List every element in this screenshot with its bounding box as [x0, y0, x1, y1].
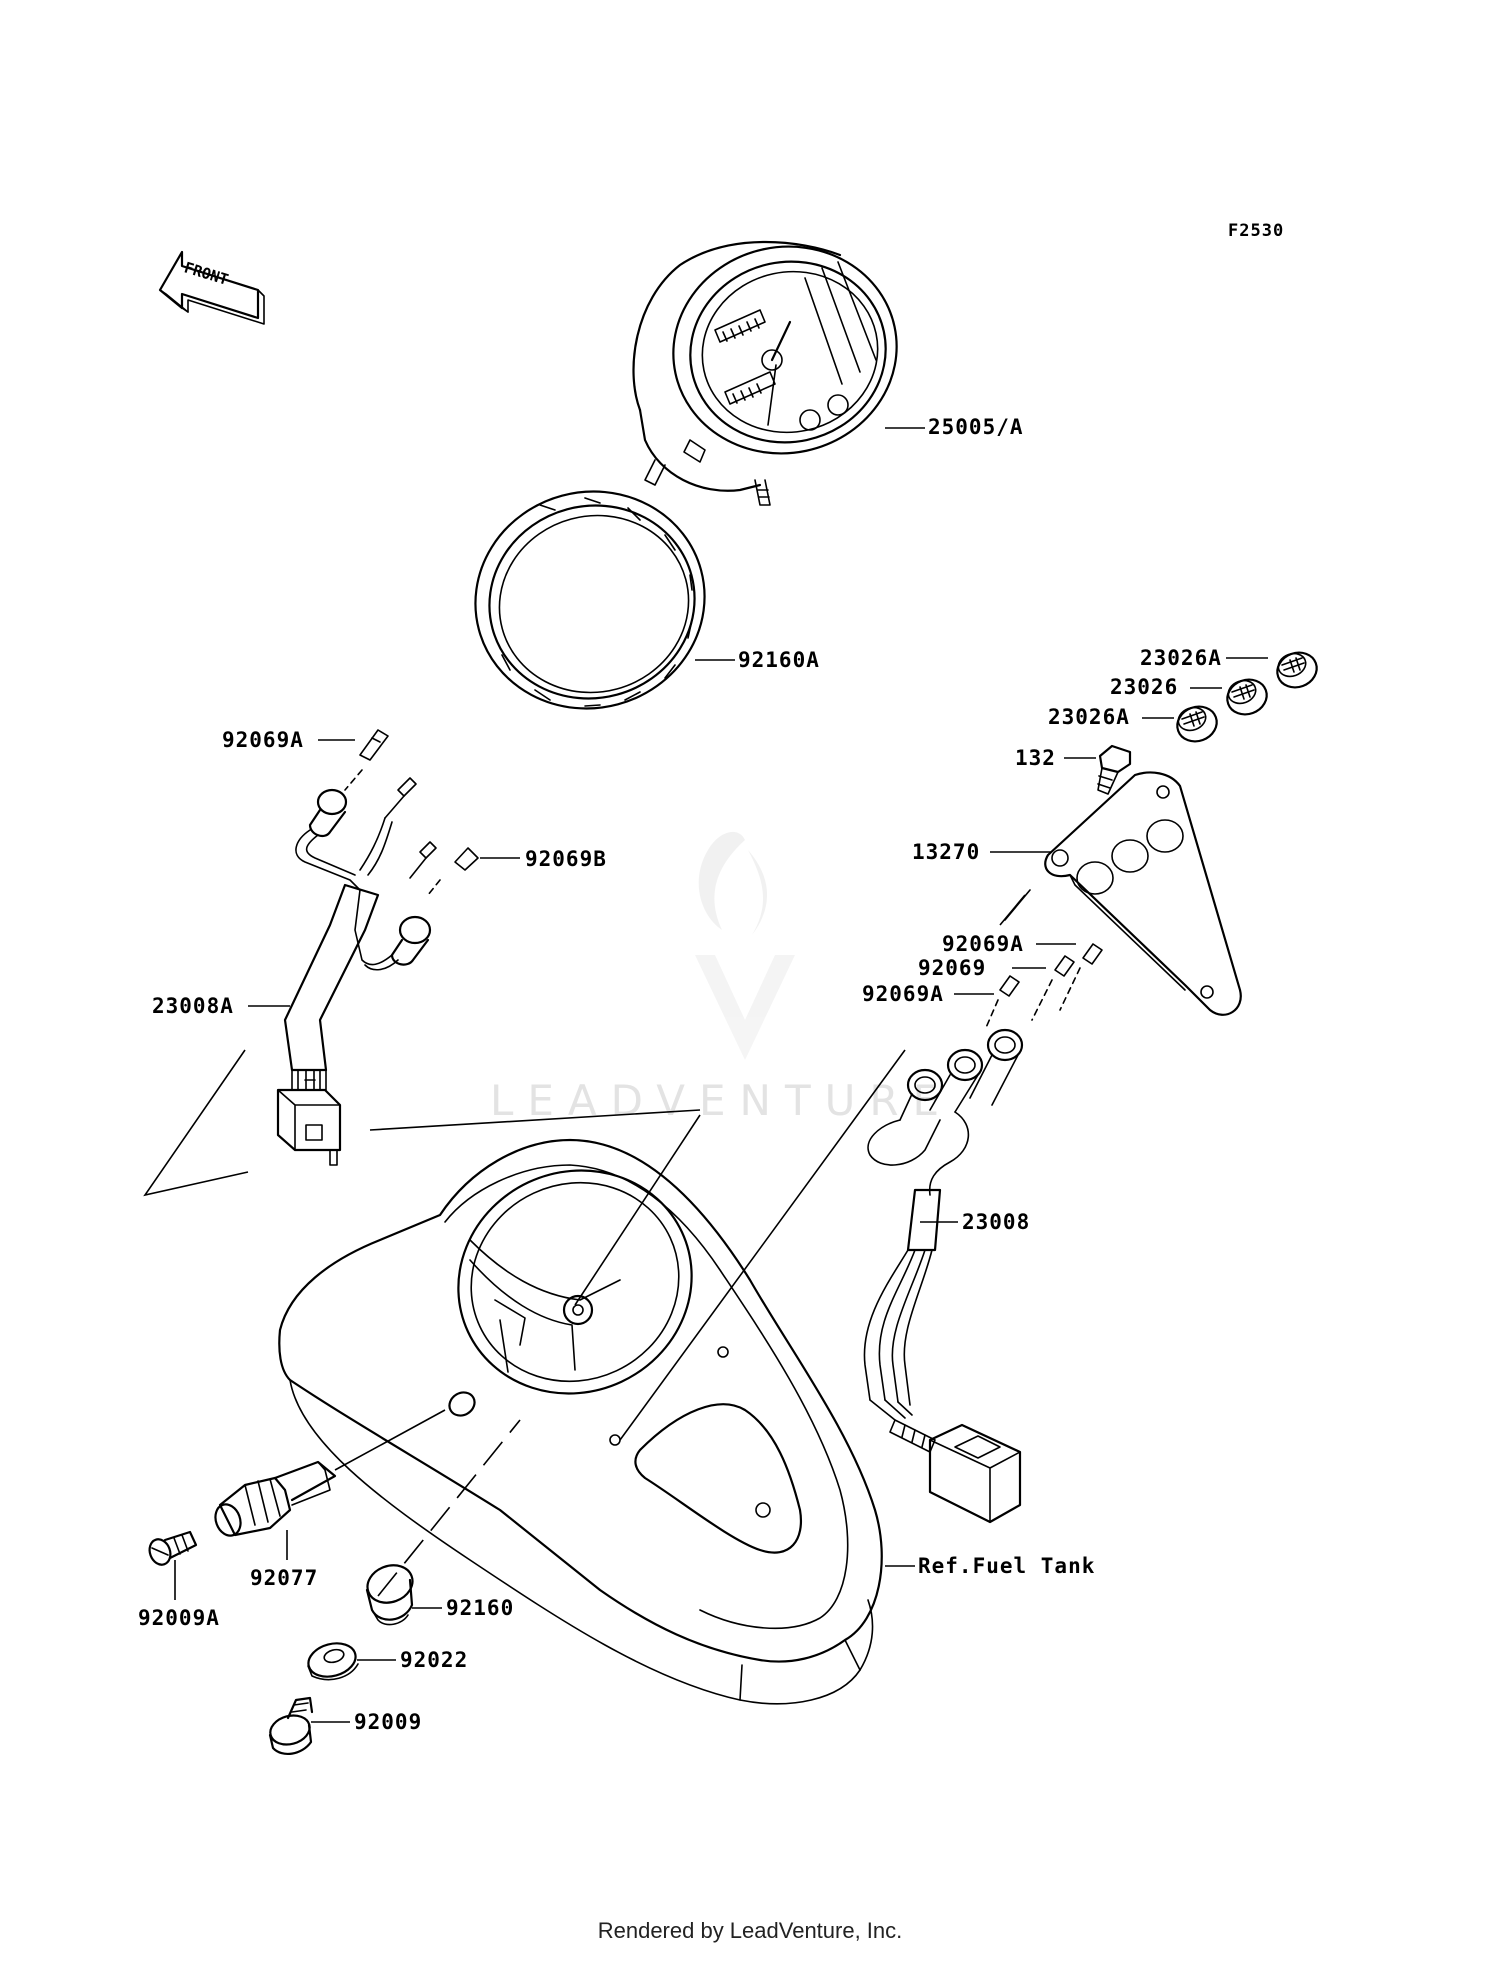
screw-92009	[268, 1696, 314, 1756]
label-lens: 23026	[1110, 675, 1178, 699]
label-bulb-a-right-bottom: 92069A	[862, 982, 944, 1006]
label-bulb-a-right-top: 92069A	[942, 932, 1024, 956]
speedometer-assy	[632, 240, 898, 506]
watermark-text: LEADVENTURE	[490, 1076, 953, 1125]
label-bracket: 13270	[912, 840, 980, 864]
label-knob: 92077	[250, 1566, 318, 1590]
label-lens-a-top: 23026A	[1140, 646, 1222, 670]
label-bulb-a-top-left: 92069A	[222, 728, 304, 752]
meter-seal-ring	[474, 490, 706, 710]
figure-code: F2530	[1228, 221, 1284, 241]
fuel-tank-cover	[278, 1138, 883, 1705]
label-bulb-right: 92069	[918, 956, 986, 980]
footer-credit: Rendered by LeadVenture, Inc.	[597, 1918, 903, 1943]
label-bolt-132: 132	[1015, 746, 1056, 770]
label-harness: 23008	[962, 1210, 1030, 1234]
label-screw: 92009	[354, 1710, 422, 1734]
bulb-icon	[454, 847, 479, 871]
harness-left	[276, 729, 479, 1166]
label-collar: 92022	[400, 1648, 468, 1672]
label-harness-a: 23008A	[152, 994, 234, 1018]
label-screw-a: 92009A	[138, 1606, 220, 1630]
front-label: FRONT	[182, 258, 230, 288]
front-arrow-icon: FRONT	[158, 250, 265, 325]
knob-92077	[214, 1460, 337, 1537]
bulb-icon	[359, 729, 389, 761]
screw-92009A	[148, 1530, 198, 1566]
label-meter-assy: 25005/A	[928, 415, 1024, 439]
lens-cluster	[1004, 651, 1318, 1016]
watermark-logo	[695, 831, 795, 1060]
label-ref-fuel-tank: Ref.Fuel Tank	[918, 1554, 1095, 1578]
assembly-guide-lines	[143, 894, 1026, 1597]
label-lens-a-bottom: 23026A	[1048, 705, 1130, 729]
collar-92022	[307, 1642, 359, 1681]
label-bulb-b: 92069B	[525, 847, 607, 871]
label-damper: 92160	[446, 1596, 514, 1620]
label-meter-seal-ring: 92160A	[738, 648, 820, 672]
harness-right	[863, 943, 1103, 1524]
damper-92160	[365, 1564, 414, 1626]
